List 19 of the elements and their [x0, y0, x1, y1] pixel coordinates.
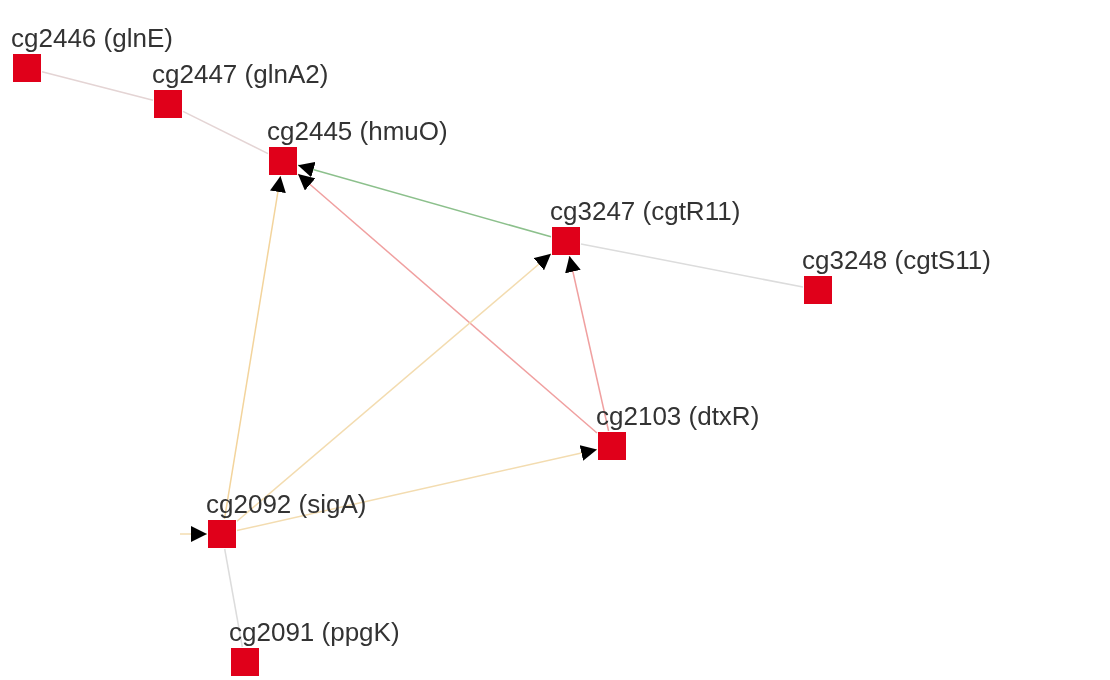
gene-label: cg2091 (ppgK) — [229, 618, 400, 646]
arrow — [179, 526, 208, 542]
connector-line — [182, 110, 269, 155]
gene-label: cg3247 (cgtR11) — [550, 197, 741, 225]
connector-line — [41, 71, 154, 101]
arrow — [236, 253, 552, 522]
gene-label: cg2092 (sigA) — [206, 490, 367, 518]
gene-label: cg2445 (hmuO) — [267, 117, 448, 145]
gene-label: cg3248 (cgtS11) — [802, 246, 991, 274]
gene-label: cg2447 (glnA2) — [152, 60, 329, 88]
connector-line — [223, 548, 244, 648]
arrow — [223, 175, 286, 520]
arrow — [297, 161, 552, 238]
arrow — [565, 255, 610, 432]
arrow — [297, 173, 598, 434]
connector-line — [580, 243, 804, 288]
gene-label: cg2446 (glnE) — [11, 24, 173, 52]
gene-label: cg2103 (dtxR) — [596, 402, 760, 430]
arrow — [236, 445, 598, 532]
